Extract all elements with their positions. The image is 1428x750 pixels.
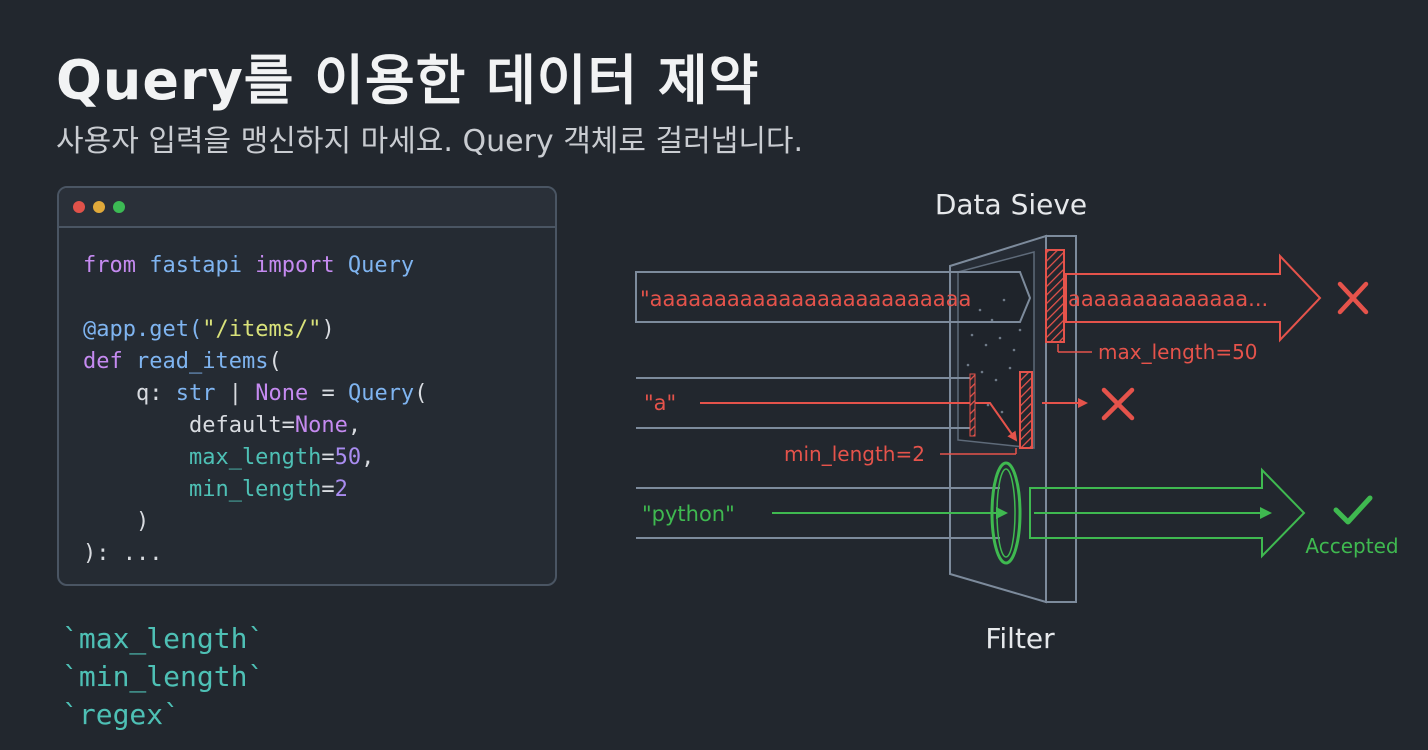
code-token: None [294, 413, 348, 438]
accepted-output-arrow [1029, 467, 1306, 559]
reject-x-icon [1101, 387, 1135, 421]
sieve-frame [949, 234, 1077, 604]
code-token: import [255, 253, 348, 278]
code-line: min_length=2 [83, 474, 427, 506]
param-max-length: `max_length` [62, 622, 265, 655]
max-length-barrier [1045, 249, 1065, 343]
ok-input-label: "python" [642, 502, 735, 526]
code-token: @app.get( [83, 317, 203, 342]
code-token: ( [268, 349, 282, 374]
code-token: fastapi [149, 253, 256, 278]
code-line: from fastapi import Query [83, 250, 427, 282]
code-token: , [347, 413, 362, 438]
code-token: str [175, 381, 216, 406]
maximize-dot-icon [113, 201, 125, 213]
long-output-label: aaaaaaaaaaaaaa... [1068, 287, 1268, 311]
code-line: q: str | None = Query( [83, 378, 427, 410]
min-length-label: min_length=2 [784, 442, 925, 466]
code-block: from fastapi import Query @app.get("/item… [83, 250, 427, 570]
code-token: max_length [83, 445, 322, 470]
code-line: max_length=50, [83, 442, 427, 474]
param-min-length: `min_length` [62, 660, 265, 693]
code-line: ) [83, 506, 427, 538]
min-length-barrier [1019, 371, 1033, 449]
code-token: = [308, 381, 348, 406]
code-token: from [83, 253, 150, 278]
code-token: 50 [334, 445, 362, 470]
channel-accepted: "python" Accepted [636, 461, 1399, 565]
code-token: read_items [135, 349, 269, 374]
truncated-output-arrow [1065, 253, 1322, 343]
code-token: min_length [83, 477, 322, 502]
code-token: ) [321, 317, 335, 342]
close-dot-icon [73, 201, 85, 213]
code-line: def read_items( [83, 346, 427, 378]
pass-ring [990, 461, 1022, 565]
code-token: = [321, 445, 335, 470]
code-token: = [321, 477, 335, 502]
code-token: q: [83, 381, 176, 406]
page-title: Query를 이용한 데이터 제약 [56, 49, 760, 112]
code-window: from fastapi import Query @app.get("/item… [57, 186, 557, 586]
code-token: def [83, 349, 136, 374]
code-token: default= [83, 413, 295, 438]
code-token: Query [347, 253, 415, 278]
code-token: 2 [334, 477, 348, 502]
code-line: @app.get("/items/") [83, 314, 427, 346]
accepted-label: Accepted [1305, 534, 1398, 558]
diagram-title: Data Sieve [935, 188, 1087, 221]
long-input-label: "aaaaaaaaaaaaaaaaaaaaaaaaa [640, 287, 971, 311]
code-token: ( [414, 381, 428, 406]
diagram-caption: Filter [985, 622, 1055, 655]
code-token: None [255, 381, 309, 406]
short-input-label: "a" [644, 391, 676, 415]
code-token: Query [347, 381, 415, 406]
max-length-label: max_length=50 [1098, 340, 1258, 364]
code-line: ): ... [83, 538, 427, 570]
code-line: default=None, [83, 410, 427, 442]
param-list: `max_length` `min_length` `regex` [62, 620, 264, 734]
minimize-dot-icon [93, 201, 105, 213]
code-token: ) [83, 509, 150, 534]
channel-max-length: "aaaaaaaaaaaaaaaaaaaaaaaaa aaaaaaaaaaaaa… [635, 249, 1369, 364]
code-window-titlebar [59, 188, 555, 228]
code-token: ): ... [83, 541, 163, 566]
code-token: "/items/" [202, 317, 322, 342]
code-token: , [361, 445, 375, 470]
channel-min-length: "a" min_length=2 [636, 371, 1135, 466]
check-icon [1333, 495, 1373, 525]
code-token: | [215, 381, 256, 406]
reject-x-icon [1337, 281, 1369, 315]
short-input-arrow [700, 402, 1018, 442]
param-regex: `regex` [62, 698, 181, 731]
page-subtitle: 사용자 입력을 맹신하지 마세요. Query 객체로 걸러냅니다. [56, 124, 804, 159]
